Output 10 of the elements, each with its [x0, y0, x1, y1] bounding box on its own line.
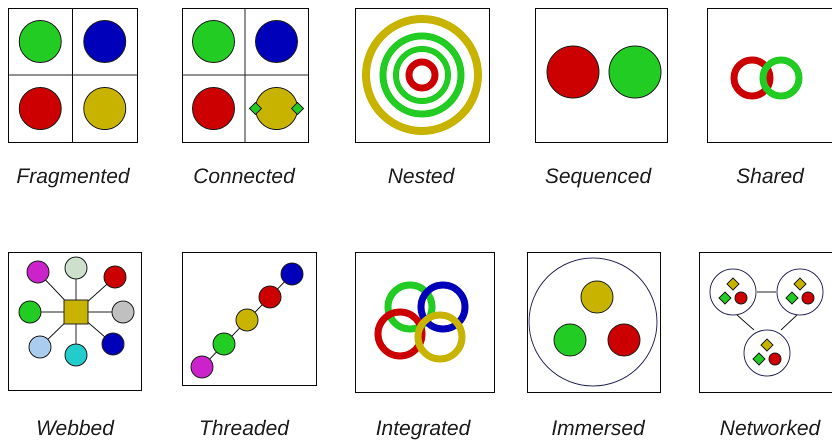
model-caption: Nested: [388, 165, 454, 189]
model-caption: Threaded: [199, 417, 289, 441]
model-caption: Fragmented: [16, 165, 130, 189]
model-caption: Integrated: [376, 417, 470, 441]
model-caption: Networked: [720, 417, 820, 441]
model-caption: Shared: [736, 165, 804, 189]
model-caption: Connected: [193, 165, 295, 189]
model-caption: Immersed: [551, 417, 645, 441]
model-caption: Sequenced: [544, 165, 652, 189]
model-caption: Webbed: [36, 417, 114, 441]
